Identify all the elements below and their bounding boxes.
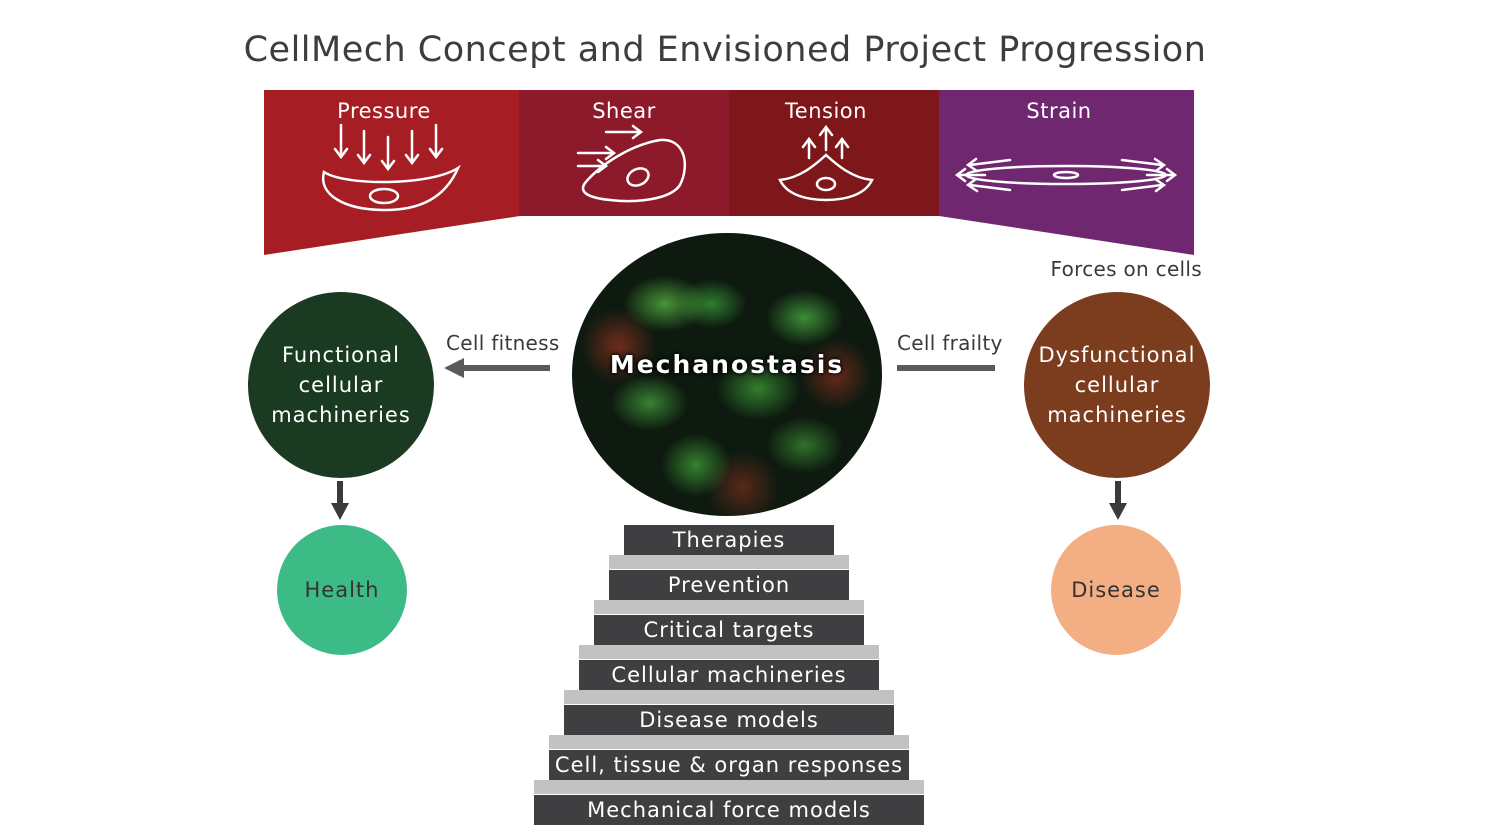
forces-caption: Forces on cells [1050,257,1202,281]
functional-machineries-label: Functional cellular machineries [271,343,411,427]
page-title: CellMech Concept and Envisioned Project … [243,30,1207,70]
cell-fitness-label: Cell fitness [446,331,560,355]
step-riser [564,690,894,704]
pressure-panel [264,90,520,255]
mechanostasis-micrograph [572,233,882,516]
arrow-to-disease [1109,481,1127,520]
functional-machineries-circle: Functional cellular machineries [248,292,434,478]
forces-band [264,90,1194,255]
tension-panel [729,90,940,216]
disease-circle: Disease [1051,525,1181,655]
force-label-pressure: Pressure [337,99,431,123]
force-label-strain: Strain [1026,99,1092,123]
strain-cell-icon [954,157,1178,193]
step-riser [534,780,924,794]
step-therapies: Therapies [624,525,834,555]
force-label-tension: Tension [785,99,867,123]
health-circle: Health [277,525,407,655]
step-responses: Cell, tissue & organ responses [549,750,909,780]
step-riser [549,735,909,749]
step-riser [609,555,849,569]
shear-cell-icon [576,124,687,203]
step-critical-targets: Critical targets [594,615,864,645]
pressure-cell-icon [321,123,461,212]
dysfunctional-machineries-circle: Dysfunctional cellular machineries [1024,292,1210,478]
step-prevention: Prevention [609,570,849,600]
arrow-to-health [331,481,349,520]
step-riser [579,645,879,659]
tension-cell-icon [778,124,874,202]
step-riser [594,600,864,614]
step-cellular-machineries: Cellular machineries [579,660,879,690]
cell-frailty-label: Cell frailty [897,331,1003,355]
arrow-to-functional [444,358,550,378]
health-label: Health [304,578,380,602]
mechanostasis-label: Mechanostasis [609,350,845,379]
dysfunctional-machineries-label: Dysfunctional cellular machineries [1038,343,1196,427]
step-force-models: Mechanical force models [534,795,924,825]
step-disease-models: Disease models [564,705,894,735]
disease-label: Disease [1071,578,1161,602]
arrow-to-dysfunctional [897,365,995,371]
force-label-shear: Shear [592,99,656,123]
